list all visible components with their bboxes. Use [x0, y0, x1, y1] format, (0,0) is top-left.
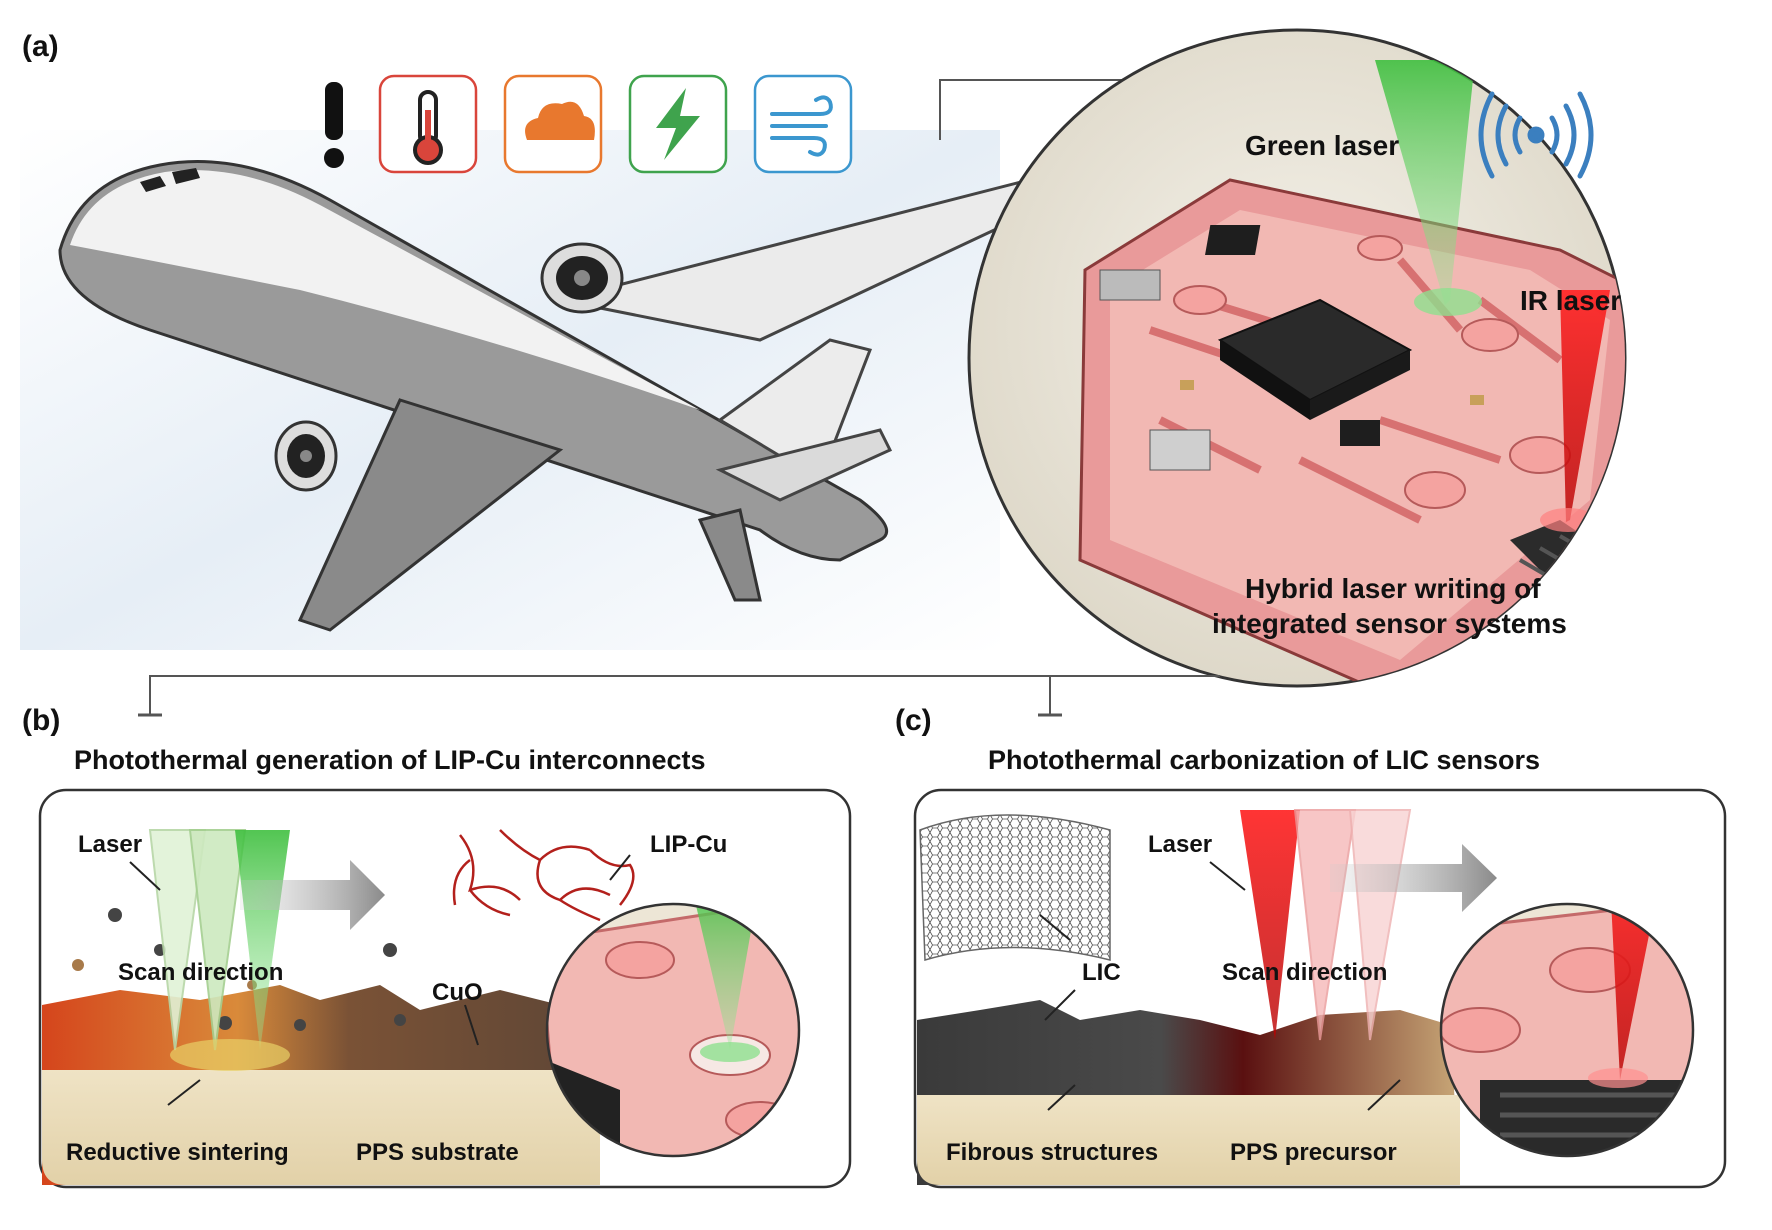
- wind-icon: [753, 74, 853, 174]
- lip-cu-dendrites: [452, 829, 635, 922]
- panel-b-laser-label: Laser: [78, 831, 142, 858]
- panel-b-pps-substrate-label: PPS substrate: [356, 1139, 519, 1166]
- panel-c-letter: (c): [895, 704, 932, 737]
- panel-b-scan-direction-label: Scan direction: [118, 959, 283, 986]
- panel-b-letter: (b): [22, 704, 60, 737]
- panel-c-lic-label: LIC: [1082, 959, 1121, 986]
- green-laser-label: Green laser: [1245, 130, 1399, 161]
- panel-c-fibrous-structures-label: Fibrous structures: [946, 1139, 1158, 1166]
- cloud-icon: [503, 74, 603, 174]
- lightning-icon: [628, 74, 728, 174]
- thermometer-icon: [378, 74, 478, 174]
- panel-c-scan-direction-label: Scan direction: [1222, 959, 1387, 986]
- scan-direction-arrow-b: [240, 860, 385, 930]
- panel-b-title: Photothermal generation of LIP-Cu interc…: [74, 745, 706, 775]
- panel-a-letter: (a): [22, 30, 59, 63]
- graphene-sheet: [919, 814, 1111, 961]
- panel-b-box: [38, 788, 852, 1189]
- wireless-signal-icon: [1478, 91, 1594, 179]
- sensor-system-circle: Green laser IR laser Hybrid laser writin…: [967, 28, 1627, 688]
- panel-b-cuo-label: CuO: [432, 979, 483, 1006]
- panel-c-box: [913, 788, 1727, 1189]
- panel-c-title: Photothermal carbonization of LIC sensor…: [988, 745, 1540, 775]
- connector-line-b: [149, 675, 1220, 715]
- panel-c-pps-precursor-label: PPS precursor: [1230, 1139, 1397, 1166]
- scan-direction-arrow-c: [1330, 844, 1497, 912]
- airplane-illustration: [58, 160, 1092, 632]
- panel-c-laser-label: Laser: [1148, 831, 1212, 858]
- ir-laser-beam: [1560, 290, 1610, 522]
- ir-laser-label: IR laser: [1520, 285, 1621, 316]
- panel-b-lip-cu-label: LIP-Cu: [650, 831, 727, 858]
- caption-line-1: Hybrid laser writing of: [1245, 573, 1541, 604]
- exclamation-icon: [324, 82, 344, 168]
- caption-line-2: integrated sensor systems: [1212, 608, 1567, 639]
- green-laser-beam: [1375, 60, 1475, 305]
- panel-b-reductive-sintering-label: Reductive sintering: [66, 1139, 289, 1166]
